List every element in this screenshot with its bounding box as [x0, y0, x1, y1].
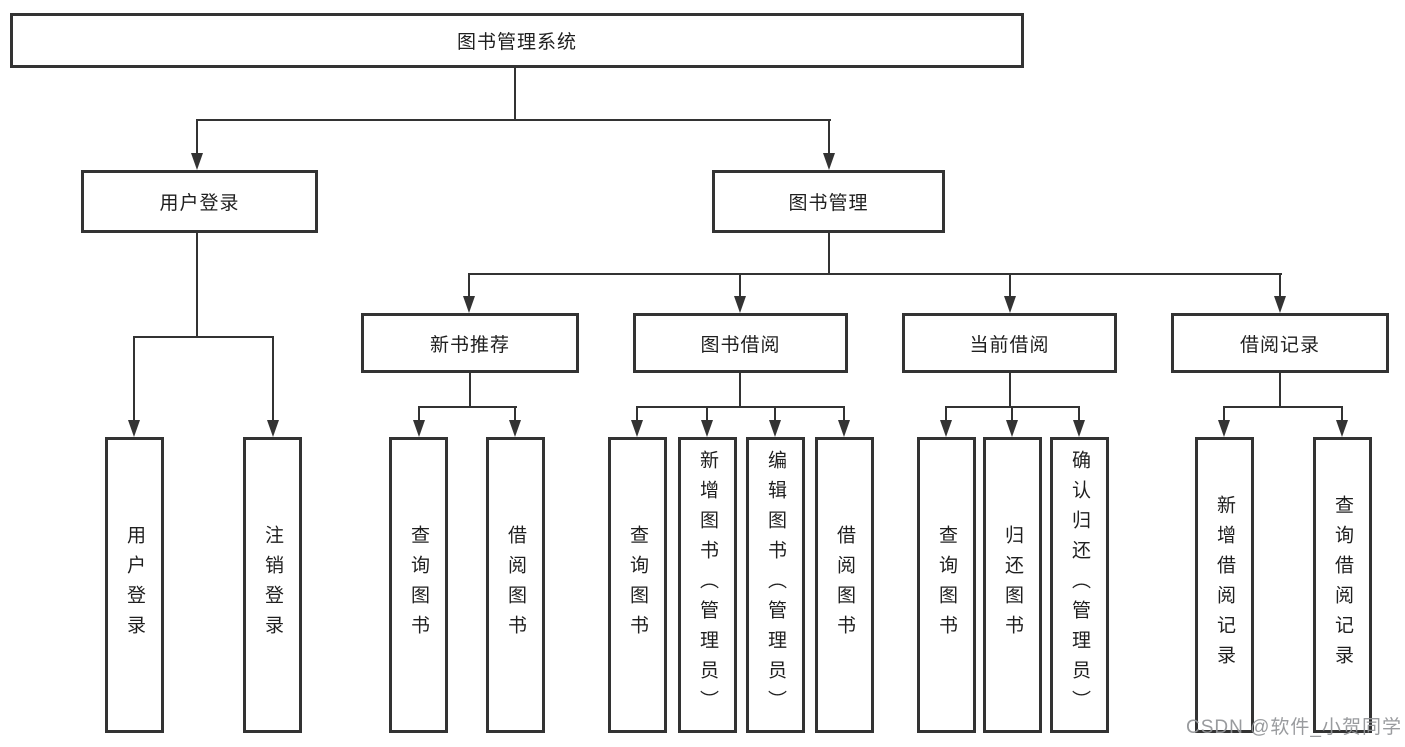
- connector-bar: [468, 273, 1282, 275]
- arrowhead-icon: [734, 296, 746, 313]
- connector-bar: [1223, 406, 1343, 408]
- arrowhead-icon: [1006, 420, 1018, 437]
- arrowhead-icon: [823, 153, 835, 170]
- node-label: 查询图书: [627, 525, 648, 645]
- node-label: 用户登录: [124, 525, 145, 645]
- node-label: 查询借阅记录: [1332, 495, 1353, 675]
- connector-arrow-shaft: [1223, 406, 1225, 423]
- arrowhead-icon: [128, 420, 140, 437]
- node-current-borrowing: 当前借阅: [902, 313, 1117, 373]
- connector-arrow-shaft: [828, 119, 830, 155]
- node-leaf-logout: 注销登录: [243, 437, 302, 733]
- connector-bar: [418, 406, 517, 408]
- connector-stem: [1009, 373, 1011, 408]
- arrowhead-icon: [1073, 420, 1085, 437]
- connector-stem: [514, 68, 516, 121]
- connector-arrow-shaft: [1279, 273, 1281, 299]
- connector-bar: [196, 119, 831, 121]
- connector-arrow-shaft: [514, 406, 516, 423]
- arrowhead-icon: [1336, 420, 1348, 437]
- connector-arrow-shaft: [774, 406, 776, 423]
- connector-arrow-shaft: [133, 336, 135, 422]
- csdn-watermark: CSDN @软件_小贺同学: [1186, 717, 1402, 738]
- node-leaf-add-book-admin: 新增图书（管理员）: [678, 437, 737, 733]
- node-label: 新书推荐: [429, 334, 510, 356]
- arrowhead-icon: [940, 420, 952, 437]
- connector-arrow-shaft: [945, 406, 947, 423]
- node-leaf-edit-book-admin: 编辑图书（管理员）: [746, 437, 805, 733]
- connector-arrow-shaft: [843, 406, 845, 423]
- node-leaf-user-login: 用户登录: [105, 437, 164, 733]
- connector-arrow-shaft: [739, 273, 741, 299]
- node-leaf-query-books-borrowing: 查询图书: [608, 437, 667, 733]
- node-new-book-recommendation: 新书推荐: [361, 313, 579, 373]
- node-label: 图书管理系统: [456, 32, 577, 53]
- node-book-borrowing: 图书借阅: [633, 313, 848, 373]
- arrowhead-icon: [631, 420, 643, 437]
- connector-arrow-shaft: [706, 406, 708, 423]
- node-label: 注销登录: [262, 525, 283, 645]
- connector-arrow-shaft: [1011, 406, 1013, 423]
- arrowhead-icon: [1004, 296, 1016, 313]
- node-leaf-return-books: 归还图书: [983, 437, 1042, 733]
- arrowhead-icon: [191, 153, 203, 170]
- connector-stem: [469, 373, 471, 408]
- node-label: 确认归还（管理员）: [1069, 450, 1090, 720]
- connector-arrow-shaft: [1009, 273, 1011, 299]
- node-label: 查询图书: [408, 525, 429, 645]
- connector-bar: [133, 336, 274, 338]
- node-label: 用户登录: [159, 193, 240, 214]
- arrowhead-icon: [413, 420, 425, 437]
- node-label: 归还图书: [1002, 525, 1023, 645]
- node-label: 当前借阅: [969, 334, 1050, 356]
- connector-arrow-shaft: [1341, 406, 1343, 423]
- node-leaf-confirm-return-admin: 确认归还（管理员）: [1050, 437, 1109, 733]
- connector-arrow-shaft: [196, 119, 198, 155]
- connector-bar: [636, 406, 845, 408]
- arrowhead-icon: [838, 420, 850, 437]
- node-label: 图书管理: [788, 193, 869, 214]
- node-leaf-query-books-current: 查询图书: [917, 437, 976, 733]
- node-label: 查询图书: [936, 525, 957, 645]
- node-leaf-add-borrow-record: 新增借阅记录: [1195, 437, 1254, 733]
- node-label: 借阅记录: [1239, 334, 1320, 356]
- node-label: 新增图书（管理员）: [697, 450, 718, 720]
- connector-stem: [1279, 373, 1281, 408]
- node-leaf-borrow-books-borrowing: 借阅图书: [815, 437, 874, 733]
- node-label: 编辑图书（管理员）: [765, 450, 786, 720]
- arrowhead-icon: [267, 420, 279, 437]
- connector-stem: [196, 233, 198, 338]
- node-label: 借阅图书: [505, 525, 526, 645]
- connector-arrow-shaft: [272, 336, 274, 422]
- node-label: 图书借阅: [700, 334, 781, 356]
- connector-arrow-shaft: [418, 406, 420, 423]
- arrowhead-icon: [701, 420, 713, 437]
- node-book-management: 图书管理: [712, 170, 945, 233]
- node-borrowing-records: 借阅记录: [1171, 313, 1389, 373]
- arrowhead-icon: [1218, 420, 1230, 437]
- arrowhead-icon: [463, 296, 475, 313]
- connector-arrow-shaft: [468, 273, 470, 299]
- connector-arrow-shaft: [1078, 406, 1080, 423]
- connector-stem: [739, 373, 741, 408]
- connector-arrow-shaft: [636, 406, 638, 423]
- node-library-management-system: 图书管理系统: [10, 13, 1024, 68]
- node-label: 借阅图书: [834, 525, 855, 645]
- node-leaf-borrow-books-recommend: 借阅图书: [486, 437, 545, 733]
- node-label: 新增借阅记录: [1214, 495, 1235, 675]
- arrowhead-icon: [509, 420, 521, 437]
- arrowhead-icon: [1274, 296, 1286, 313]
- connector-stem: [828, 233, 830, 275]
- node-leaf-query-borrow-record: 查询借阅记录: [1313, 437, 1372, 733]
- node-leaf-query-books-recommend: 查询图书: [389, 437, 448, 733]
- node-user-login: 用户登录: [81, 170, 318, 233]
- arrowhead-icon: [769, 420, 781, 437]
